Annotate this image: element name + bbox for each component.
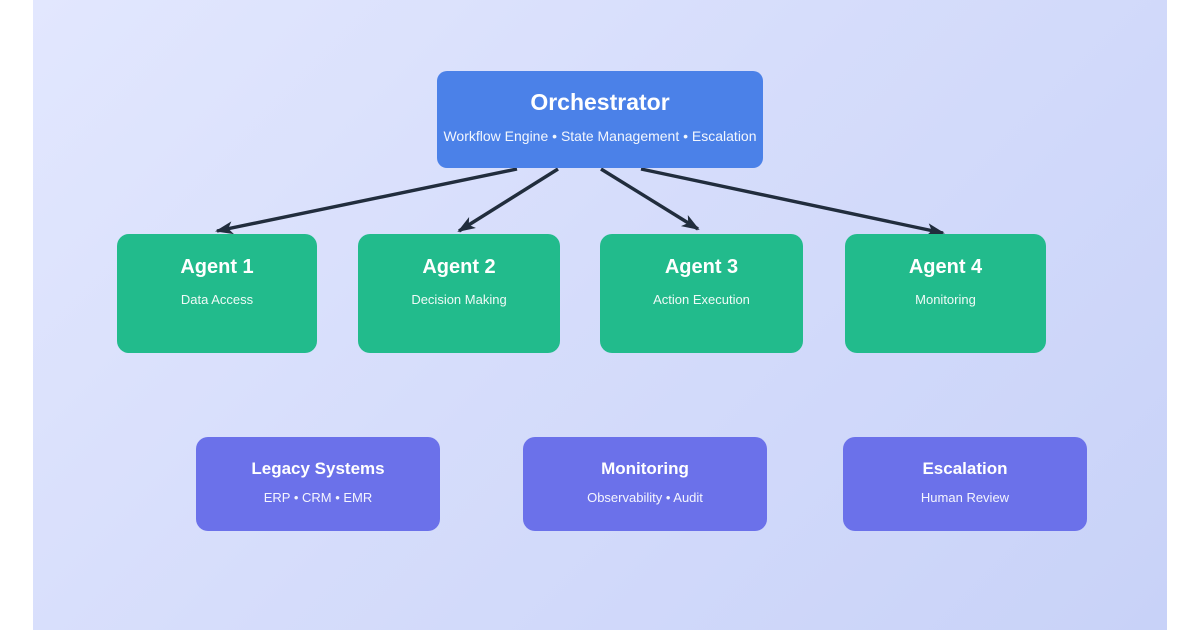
agent2-node: Agent 2 Decision Making: [358, 234, 560, 353]
monitoring-title: Monitoring: [601, 459, 689, 478]
agent3-node: Agent 3 Action Execution: [600, 234, 803, 353]
orchestrator-subtitle: Workflow Engine • State Management • Esc…: [443, 128, 757, 144]
legacy-systems-title: Legacy Systems: [251, 459, 385, 478]
legacy-systems-subtitle: ERP • CRM • EMR: [263, 490, 373, 505]
agent3-title: Agent 3: [664, 256, 739, 278]
agent4-title: Agent 4: [908, 256, 983, 278]
agent4-node: Agent 4 Monitoring: [845, 234, 1046, 353]
escalation-node: Escalation Human Review: [843, 437, 1087, 531]
monitoring-node: Monitoring Observability • Audit: [523, 437, 767, 531]
agent2-subtitle: Decision Making: [411, 292, 507, 307]
agent3-subtitle: Action Execution: [653, 292, 750, 307]
legacy-systems-node: Legacy Systems ERP • CRM • EMR: [196, 437, 440, 531]
agent1-subtitle: Data Access: [180, 292, 254, 307]
agent2-title: Agent 2: [422, 256, 496, 278]
monitoring-subtitle: Observability • Audit: [587, 490, 703, 505]
orchestrator-title: Orchestrator: [530, 89, 670, 115]
agent1-node: Agent 1 Data Access: [117, 234, 317, 353]
agent1-title: Agent 1: [180, 256, 254, 278]
escalation-title: Escalation: [922, 459, 1008, 478]
orchestrator-node: Orchestrator Workflow Engine • State Man…: [437, 71, 763, 168]
agent4-subtitle: Monitoring: [915, 292, 976, 307]
escalation-subtitle: Human Review: [920, 490, 1010, 505]
